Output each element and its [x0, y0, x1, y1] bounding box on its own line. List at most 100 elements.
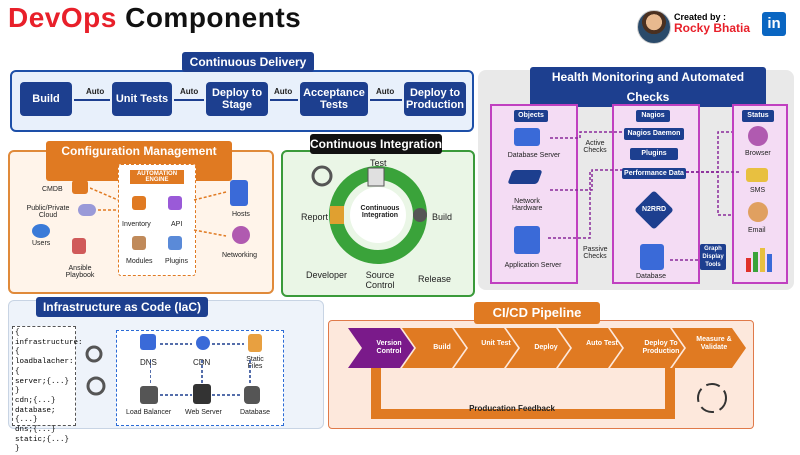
- cicd-stage-measure-validate: Measure & Validate: [696, 336, 732, 351]
- sms-label: SMS: [750, 187, 766, 194]
- ci-source-control-label: Source Control: [365, 270, 395, 290]
- health-arrows: [548, 131, 740, 261]
- cd-arrow-2: [174, 99, 204, 101]
- ci-test-label: Test: [370, 158, 387, 168]
- auto-label-1: Auto: [86, 87, 105, 96]
- created-by-label: Created by :: [674, 12, 727, 22]
- cdn-icon: [196, 336, 210, 350]
- modules-label: Modules: [126, 258, 153, 265]
- ci-build-label: Build: [432, 212, 453, 222]
- cd-step-deploy-stage: Deploy to Stage: [206, 82, 268, 116]
- cicd-stage-unit-test: Unit Test: [481, 340, 511, 347]
- ci-developer-label: Developer: [306, 270, 348, 280]
- cd-arrow-4: [370, 99, 402, 101]
- nagios-head: Nagios: [636, 110, 670, 122]
- chart-icon: [746, 248, 772, 272]
- cmdb-label: CMDB: [42, 186, 63, 193]
- plugins-icon: [168, 236, 182, 250]
- cicd-stage-deploy: Deploy: [534, 344, 558, 351]
- browser-icon: [748, 126, 768, 146]
- ci-cycle-diagram: [311, 165, 427, 264]
- code-line: {: [15, 329, 20, 337]
- code-line: database;{...}: [15, 406, 56, 425]
- iac-title: Infrastructure as Code (IaC): [36, 297, 208, 317]
- users-label: Users: [32, 240, 51, 247]
- load-balancer-icon: [140, 386, 158, 404]
- cicd-title: CI/CD Pipeline: [474, 302, 600, 324]
- cicd-diagram: [348, 328, 746, 419]
- database-server-icon: [514, 128, 540, 146]
- cicd-stage-version-control: Version Control: [376, 340, 402, 355]
- auto-label-2: Auto: [180, 87, 199, 96]
- objects-head: Objects: [514, 110, 548, 122]
- network-hardware-icon: [507, 170, 543, 184]
- code-line: }: [15, 445, 20, 454]
- cloud-icon: [78, 204, 96, 216]
- web-server-label: Web Server: [185, 409, 222, 416]
- code-line: dns;{...}: [15, 426, 56, 435]
- users-icon: [32, 224, 50, 238]
- graph-tools-box: Graph Display Tools: [700, 244, 726, 270]
- iac-arrows: [150, 343, 251, 396]
- cloud-label: Public/Private Cloud: [26, 205, 70, 219]
- performance-data-box: Performance Data: [622, 168, 686, 179]
- health-monitoring-title: Health Monitoring and Automated Checks: [530, 67, 766, 107]
- iac-database-icon: [244, 386, 260, 404]
- code-line: infrastructure:{: [15, 338, 83, 357]
- cd-step-build: Build: [20, 82, 72, 116]
- dns-label: DNS: [140, 358, 157, 367]
- dns-icon: [140, 334, 156, 350]
- title-devops: DevOps: [8, 2, 117, 33]
- passive-checks-label: Passive Checks: [583, 246, 608, 260]
- static-files-label: Static Files: [246, 356, 264, 370]
- author-name: Rocky Bhatia: [674, 21, 751, 35]
- production-feedback-label: Producation Feedback: [469, 404, 555, 413]
- page-title: DevOps Components: [8, 2, 301, 34]
- cicd-stage-auto-test: Auto Test: [586, 340, 618, 347]
- load-balancer-label: Load Balancer: [126, 409, 172, 416]
- playbook-icon: [72, 238, 86, 254]
- cd-step-deploy-production: Deploy to Production: [404, 82, 466, 116]
- cd-arrow-1: [74, 99, 110, 101]
- title-components: Components: [125, 2, 302, 33]
- code-line: cdn;{...}: [15, 396, 56, 405]
- n2rrd-label: N2RRD: [641, 206, 667, 213]
- browser-label: Browser: [745, 150, 771, 157]
- status-head: Status: [742, 110, 774, 122]
- email-label: Email: [748, 227, 766, 234]
- application-server-icon: [514, 226, 540, 254]
- playbook-label: Ansible Playbook: [65, 265, 95, 279]
- api-icon: [168, 196, 182, 210]
- nagios-database-icon: [640, 244, 664, 270]
- nagios-daemon-box: Nagios Daemon: [624, 128, 684, 140]
- gears-icon: [85, 345, 106, 396]
- application-server-label: Application Server: [504, 262, 562, 269]
- database-server-label: Database Server: [507, 152, 561, 159]
- network-hardware-label: Network Hardware: [512, 198, 543, 212]
- cd-step-unit-tests: Unit Tests: [112, 82, 172, 116]
- plugins-label: Plugins: [165, 258, 188, 265]
- email-icon: [748, 202, 768, 222]
- author-avatar: [637, 10, 671, 44]
- inventory-icon: [132, 196, 146, 210]
- linkedin-icon[interactable]: in: [762, 12, 786, 36]
- ci-release-label: Release: [418, 274, 452, 284]
- iac-database-label: Database: [240, 409, 270, 416]
- auto-label-3: Auto: [274, 87, 293, 96]
- cd-arrow-3: [270, 99, 298, 101]
- networking-label: Networking: [222, 252, 258, 259]
- iac-code-box: { infrastructure:{ loadbalacher:{ server…: [12, 326, 83, 453]
- cms-arrows: [90, 187, 227, 237]
- inventory-label: Inventory: [122, 221, 151, 228]
- static-files-icon: [248, 334, 262, 352]
- continuous-integration-title: Continuous Integration: [310, 134, 442, 154]
- continuous-delivery-title: Continuous Delivery: [182, 52, 314, 72]
- nagios-database-label: Database: [636, 273, 666, 280]
- code-line: loadbalacher:{: [15, 358, 74, 376]
- networking-icon: [232, 226, 250, 244]
- cd-step-acceptance-tests: Acceptance Tests: [300, 82, 368, 116]
- ci-report-label: Report: [301, 212, 329, 222]
- cmdb-icon: [72, 180, 88, 194]
- web-server-icon: [193, 384, 211, 404]
- ci-center-label: Continuous Integration: [360, 205, 400, 219]
